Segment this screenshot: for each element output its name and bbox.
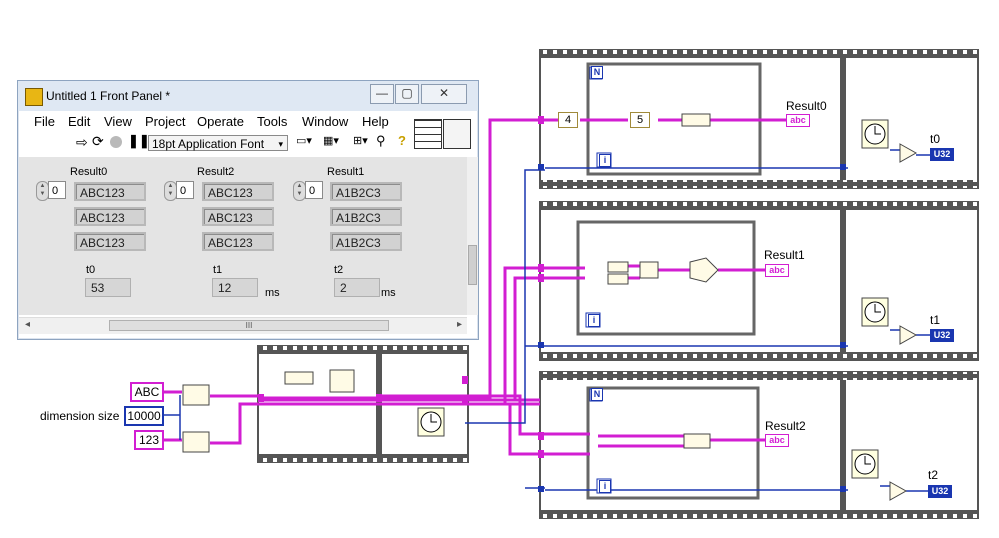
result0-element: ABC123 <box>74 232 146 251</box>
vi-icon[interactable] <box>443 119 471 149</box>
result2-indicator[interactable]: abc <box>765 434 789 447</box>
string-constant-abc[interactable]: ABC <box>130 382 164 402</box>
result0-element: ABC123 <box>74 207 146 226</box>
numeric-constant-4[interactable]: 4 <box>558 112 578 128</box>
font-select[interactable]: 18pt Application Font ▾ <box>148 135 288 151</box>
align-objects-icon[interactable]: ▭▾ <box>296 135 312 147</box>
menu-bar: File Edit View Project Operate Tools Win… <box>18 111 418 131</box>
labview-app-icon <box>25 88 43 106</box>
window-title: Untitled 1 Front Panel * <box>46 89 171 103</box>
reorder-icon[interactable]: ⊞▾ <box>353 135 368 147</box>
t1-label: t1 <box>213 264 223 276</box>
result1-label: Result1 <box>327 166 365 178</box>
help-icon[interactable]: ? <box>398 133 406 148</box>
menu-edit[interactable]: Edit <box>68 114 91 129</box>
tunnels <box>258 116 846 492</box>
distribute-objects-icon[interactable]: ▦▾ <box>323 135 339 147</box>
result0-label: Result0 <box>70 166 108 178</box>
loop-count-n: N <box>591 66 603 79</box>
string-wires <box>162 118 786 456</box>
menu-window[interactable]: Window <box>302 114 349 129</box>
t1-unit: ms <box>265 287 280 299</box>
t0-label: t0 <box>86 264 96 276</box>
horizontal-scrollbar[interactable]: ◂ III ▸ <box>19 317 467 334</box>
t1-terminal-label: t1 <box>930 313 941 327</box>
t2-terminal-label: t2 <box>928 468 939 482</box>
result1-element: A1B2C3 <box>330 207 402 226</box>
scroll-thumb[interactable]: III <box>109 320 389 331</box>
scroll-thumb[interactable] <box>468 245 477 285</box>
dimension-size-label: dimension size <box>40 409 120 423</box>
result2-index[interactable]: 0 <box>176 181 194 199</box>
scroll-left-icon[interactable]: ◂ <box>25 319 31 330</box>
t0-indicator: 53 <box>85 278 131 297</box>
loop-iteration-i: i <box>599 480 611 493</box>
run-continuously-icon[interactable]: ⟳ <box>92 133 104 149</box>
result1-element: A1B2C3 <box>330 182 402 201</box>
pause-icon[interactable]: ❚❚ <box>128 133 150 148</box>
menu-tools[interactable]: Tools <box>257 114 288 129</box>
vertical-scrollbar[interactable] <box>467 157 478 315</box>
sequence-structure-2[interactable] <box>539 371 979 519</box>
toolbar: ⇨ ⟳ ❚❚ 18pt Application Font ▾ ▭▾ ▦▾ ⊞▾ ⚲… <box>18 133 413 153</box>
run-arrow-icon[interactable]: ⇨ <box>76 134 88 150</box>
result2-terminal-label: Result2 <box>765 419 806 433</box>
chevron-down-icon: ▾ <box>278 139 283 149</box>
subtract-node[interactable] <box>889 143 918 501</box>
result1-element: A1B2C3 <box>330 232 402 251</box>
result0-index[interactable]: 0 <box>48 181 66 199</box>
t0-terminal-label: t0 <box>930 132 941 146</box>
string-constant-123[interactable]: 123 <box>134 430 164 450</box>
loop-count-n: N <box>591 388 603 401</box>
abort-icon[interactable] <box>110 136 122 148</box>
minimize-button[interactable]: — <box>370 84 394 104</box>
result1-terminal-label: Result1 <box>764 248 805 262</box>
t2-indicator[interactable]: U32 <box>928 485 952 498</box>
loop-iteration-i: i <box>599 154 611 167</box>
numeric-wires <box>162 149 930 492</box>
t1-indicator: 12 <box>212 278 258 297</box>
menu-view[interactable]: View <box>104 114 132 129</box>
font-select-value: 18pt Application Font <box>152 137 265 151</box>
result1-index[interactable]: 0 <box>305 181 323 199</box>
index-spinner[interactable]: ▲▼ <box>164 181 177 201</box>
menu-help[interactable]: Help <box>362 114 389 129</box>
front-panel-window[interactable]: Untitled 1 Front Panel * — ▢ ✕ File Edit… <box>17 80 479 340</box>
loop-iteration-i: i <box>588 314 600 327</box>
menu-file[interactable]: File <box>34 114 55 129</box>
t2-indicator: 2 <box>334 278 380 297</box>
maximize-button[interactable]: ▢ <box>395 84 419 104</box>
menu-project[interactable]: Project <box>145 114 186 129</box>
front-panel-canvas: Result0 ▲▼ 0 ABC123 ABC123 ABC123 Result… <box>19 157 467 315</box>
result2-element: ABC123 <box>202 232 274 251</box>
t2-label: t2 <box>334 264 344 276</box>
t1-indicator[interactable]: U32 <box>930 329 954 342</box>
result0-element: ABC123 <box>74 182 146 201</box>
connector-pane-icon[interactable] <box>414 119 442 149</box>
result1-indicator[interactable]: abc <box>765 264 789 277</box>
menu-operate[interactable]: Operate <box>197 114 244 129</box>
t2-unit: ms <box>381 287 396 299</box>
result2-element: ABC123 <box>202 182 274 201</box>
clock-icon[interactable] <box>417 119 889 479</box>
search-icon[interactable]: ⚲ <box>376 133 386 148</box>
title-bar[interactable]: Untitled 1 Front Panel * — ▢ ✕ <box>18 81 478 111</box>
numeric-constant-5[interactable]: 5 <box>630 112 650 128</box>
result0-indicator[interactable]: abc <box>786 114 810 127</box>
scroll-right-icon[interactable]: ▸ <box>457 319 463 330</box>
result0-terminal-label: Result0 <box>786 99 827 113</box>
dimension-size-control[interactable]: 10000 <box>124 406 164 426</box>
result2-element: ABC123 <box>202 207 274 226</box>
result2-label: Result2 <box>197 166 235 178</box>
function-nodes[interactable] <box>182 113 719 453</box>
t0-indicator[interactable]: U32 <box>930 148 954 161</box>
close-button[interactable]: ✕ <box>421 84 467 104</box>
